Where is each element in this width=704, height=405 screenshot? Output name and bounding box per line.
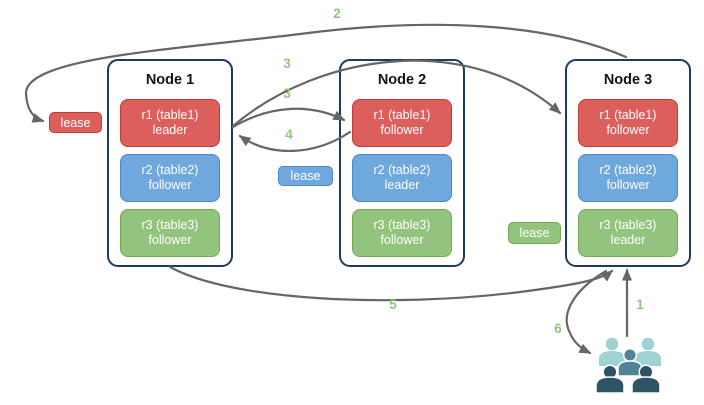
step-label-6: 6 — [554, 321, 562, 336]
arrow-step-5 — [168, 265, 614, 302]
replica-name: r3 (table3) — [599, 218, 657, 232]
lease-badge-green: lease — [508, 222, 561, 244]
node-3: Node 3 r1 (table1) follower r2 (table2) … — [565, 59, 691, 267]
lease-badge-red: lease — [49, 112, 102, 133]
step-label-5: 5 — [389, 297, 397, 312]
node-3-replica-r3: r3 (table3) leader — [578, 209, 678, 257]
node-2-replica-r1: r1 (table1) follower — [352, 99, 452, 147]
replica-role: leader — [610, 233, 646, 247]
lease-label: lease — [290, 169, 321, 183]
replica-role: follower — [606, 123, 650, 137]
step-label-1: 1 — [636, 297, 644, 312]
node-1-replica-r3: r3 (table3) follower — [120, 209, 220, 257]
node-1-replica-r2: r2 (table2) follower — [120, 154, 220, 202]
replica-name: r2 (table2) — [141, 163, 199, 177]
arrow-step-6 — [565, 269, 608, 355]
replica-role: follower — [606, 178, 650, 192]
node-3-title: Node 3 — [603, 72, 653, 88]
step-label-4: 4 — [285, 127, 293, 142]
replica-name: r1 (table1) — [141, 108, 199, 122]
arrow-step-3-to-node2 — [231, 107, 346, 129]
node-3-replica-r1: r1 (table1) follower — [578, 99, 678, 147]
node-1-replica-r1: r1 (table1) leader — [120, 99, 220, 147]
replica-name: r2 (table2) — [373, 163, 431, 177]
node-2: Node 2 r1 (table1) follower r2 (table2) … — [339, 59, 465, 267]
node-3-replica-r2: r2 (table2) follower — [578, 154, 678, 202]
node-1: Node 1 r1 (table1) leader r2 (table2) fo… — [107, 59, 233, 267]
replica-name: r1 (table1) — [599, 108, 657, 122]
replica-name: r3 (table3) — [373, 218, 431, 232]
step-label-3b: 3 — [283, 86, 291, 101]
replica-name: r2 (table2) — [599, 163, 657, 177]
node-2-replica-r3: r3 (table3) follower — [352, 209, 452, 257]
replica-role: leader — [152, 123, 188, 137]
step-label-3a: 3 — [283, 56, 291, 71]
node-2-title: Node 2 — [377, 72, 427, 88]
replica-role: follower — [380, 123, 424, 137]
step-label-2: 2 — [333, 6, 341, 21]
replica-name: r3 (table3) — [141, 218, 199, 232]
replica-role: follower — [148, 233, 192, 247]
node-2-replica-r2: r2 (table2) leader — [352, 154, 452, 202]
replica-role: leader — [384, 178, 420, 192]
node-1-title: Node 1 — [145, 72, 195, 88]
replica-role: follower — [380, 233, 424, 247]
lease-label: lease — [519, 226, 550, 240]
users-group-icon — [595, 337, 661, 394]
replica-name: r1 (table1) — [373, 108, 431, 122]
lease-label: lease — [60, 115, 91, 130]
lease-badge-blue: lease — [278, 166, 333, 186]
replica-role: follower — [148, 178, 192, 192]
